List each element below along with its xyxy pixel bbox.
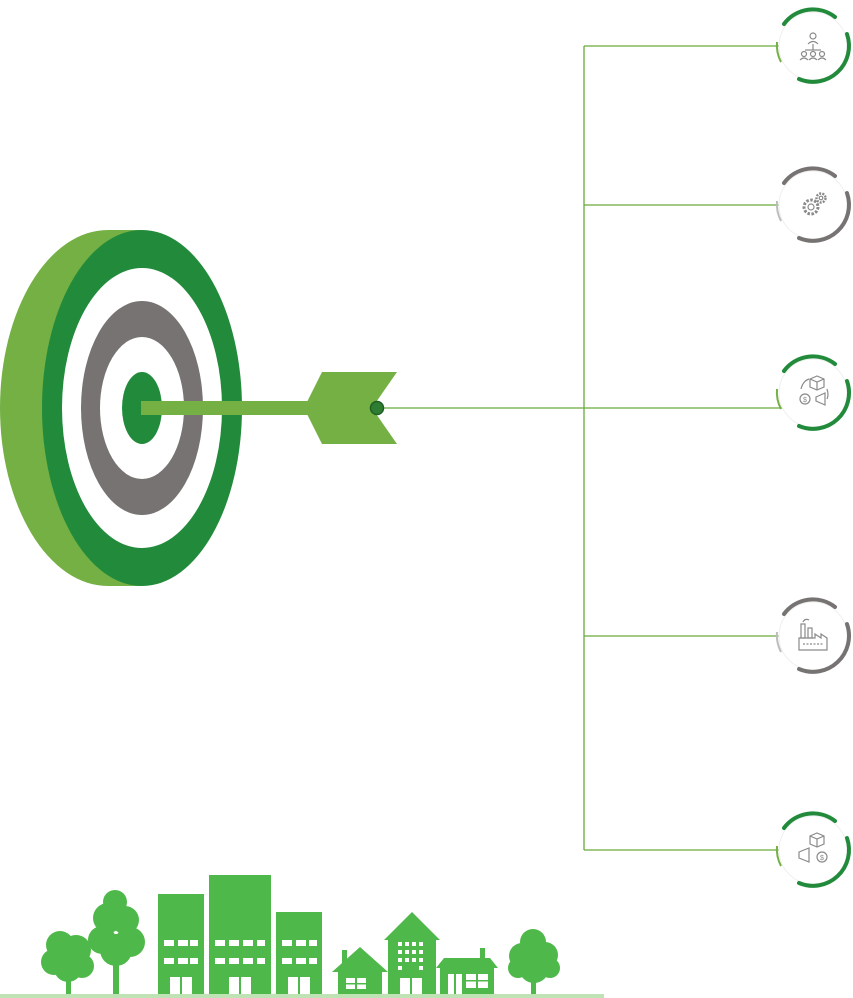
branch-node-3: $ [777,356,849,428]
branch-node-1 [777,9,849,81]
ground-line [0,994,604,998]
city-skyline [41,875,560,998]
house-small [332,947,388,998]
office-building-2 [209,875,271,998]
office-building-1 [158,894,204,998]
branch-node-5: $ [777,813,849,885]
branch-node-4 [777,599,849,671]
connector-lines [377,46,790,850]
arrow-tip-node [371,402,384,415]
tree-tall [88,890,145,998]
townhouse [384,912,440,998]
svg-text:$: $ [820,855,824,862]
tree-left [41,931,94,998]
arrow-shaft [141,401,321,415]
svg-text:$: $ [803,397,807,404]
house-wide [436,948,498,998]
tree-right [508,929,560,998]
office-building-3 [276,912,322,998]
branch-node-2 [777,168,849,240]
